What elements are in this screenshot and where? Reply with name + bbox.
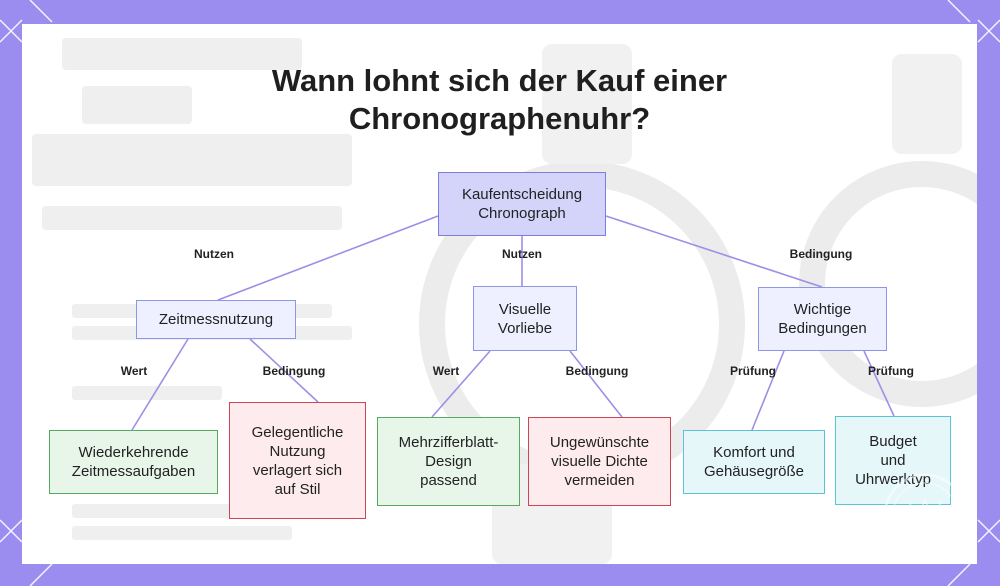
- leaf-node-ungewuenschte-visuelle-dichte: Ungewünschte visuelle Dichte vermeiden: [528, 417, 671, 506]
- edge-label-branch-1: Nutzen: [502, 247, 542, 261]
- edge-label-branch-2: Bedingung: [789, 247, 853, 261]
- leaf-node-wiederkehrende-zeitmessaufgaben: Wiederkehrende Zeitmessaufgaben: [49, 430, 218, 494]
- edge-label-branch-1-child-1: Bedingung: [565, 364, 629, 378]
- edge-label-branch-1-child-0: Wert: [432, 364, 460, 378]
- edge-branch-2-child-1: [863, 350, 895, 417]
- diagram-card: Wann lohnt sich der Kauf einer Chronogra…: [22, 24, 977, 564]
- background-watch-image: [32, 38, 977, 564]
- connector-lines: [131, 215, 895, 431]
- leaf-node-mehrzifferblatt-design: Mehrzifferblatt- Design passend: [377, 417, 520, 506]
- edge-label-branch-2-child-1: Prüfung: [868, 364, 914, 378]
- edge-label-branch-2-child-0: Prüfung: [730, 364, 776, 378]
- edge-label-branch-0-child-0: Wert: [120, 364, 148, 378]
- leaf-node-label: Gelegentliche Nutzung verlagert sich auf…: [251, 423, 344, 498]
- root-node-label: Kaufentscheidung Chronograph: [461, 186, 583, 222]
- diagram-title: Wann lohnt sich der Kauf einer Chronogra…: [271, 63, 728, 136]
- leaf-node-label: Mehrzifferblatt- Design passend: [398, 434, 499, 489]
- edge-root-branch-0: [217, 215, 439, 301]
- leaf-node-komfort-gehaeusegroesse: Komfort und Gehäusegröße: [683, 430, 825, 494]
- edge-branch-1-child-1: [569, 350, 623, 418]
- edge-branch-0-child-1: [249, 338, 319, 403]
- leaf-node-gelegentliche-nutzung: Gelegentliche Nutzung verlagert sich auf…: [229, 402, 366, 519]
- branch-node-label: Zeitmessnutzung: [158, 311, 274, 328]
- leaf-node-label: Budget und Uhrwerktyp: [855, 433, 931, 488]
- watermark-logo-icon: [883, 473, 967, 557]
- branch-node-visuelle-vorliebe: Visuelle Vorliebe: [473, 286, 577, 351]
- leaf-node-label: Wiederkehrende Zeitmessaufgaben: [71, 444, 196, 480]
- branch-node-label: Wichtige Bedingungen: [778, 301, 867, 337]
- branch-node-wichtige-bedingungen: Wichtige Bedingungen: [758, 287, 887, 351]
- edge-branch-0-child-0: [131, 338, 189, 431]
- edge-root-branch-2: [605, 215, 823, 288]
- edge-branch-1-child-0: [431, 350, 491, 418]
- leaf-node-label: Komfort und Gehäusegröße: [703, 444, 805, 480]
- branch-node-zeitmessnutzung: Zeitmessnutzung: [136, 300, 296, 339]
- edge-branch-2-child-0: [751, 350, 785, 431]
- root-node: Kaufentscheidung Chronograph: [438, 172, 606, 236]
- edge-label-branch-0-child-1: Bedingung: [262, 364, 326, 378]
- leaf-node-label: Ungewünschte visuelle Dichte vermeiden: [549, 434, 650, 489]
- edge-label-branch-0: Nutzen: [194, 247, 234, 261]
- branch-node-label: Visuelle Vorliebe: [497, 300, 553, 337]
